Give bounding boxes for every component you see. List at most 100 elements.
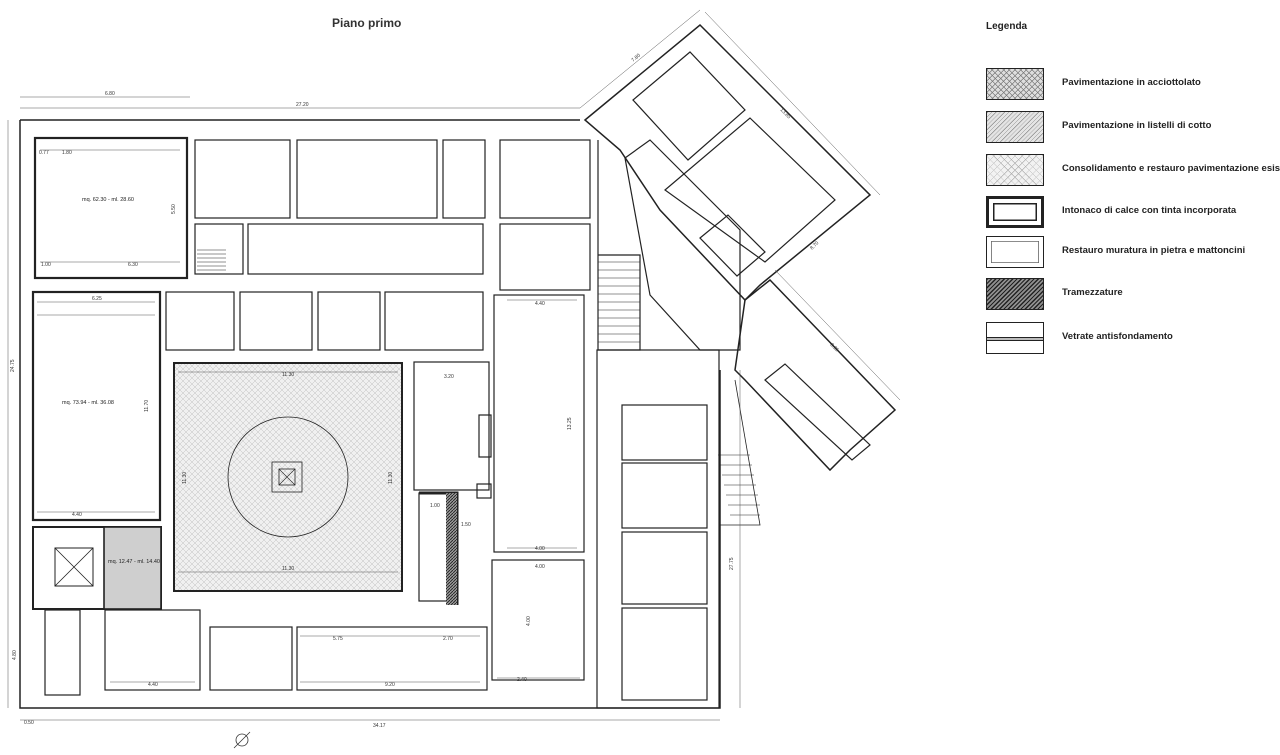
- legend-item-consolidamento: Consolidamento e restauro pavimentazione…: [986, 154, 1280, 188]
- legend-label: Pavimentazione in acciottolato: [1062, 77, 1201, 88]
- se-room-1: [764, 363, 871, 461]
- dim-low-room-4: 5.75: [333, 636, 343, 642]
- legend-item-cotto: Pavimentazione in listelli di cotto: [986, 111, 1276, 145]
- swatch-diagonal-dark-icon: [986, 278, 1044, 310]
- corridor-long: [493, 294, 585, 553]
- dim-top-2: 27.20: [296, 102, 309, 108]
- stair-se: [720, 379, 761, 526]
- room-e3: [621, 531, 708, 605]
- room-e1: [621, 404, 708, 461]
- dim-room-a-height: 5.50: [171, 204, 177, 214]
- dim-low-room-2: 9.20: [385, 682, 395, 688]
- room-label-stair: mq. 12.47 - ml. 14.40: [108, 559, 160, 565]
- room-m4: [384, 291, 484, 351]
- dim-court-left: 11.30: [182, 472, 188, 484]
- room-s2: [209, 626, 293, 691]
- ne-room-3: [699, 214, 766, 277]
- legend-label: Vetrate antisfondamento: [1062, 331, 1173, 342]
- swatch-crosshatch-dense-icon: [986, 68, 1044, 100]
- dim-east-room-2: 2.40: [517, 677, 527, 683]
- pillar-1: [478, 414, 492, 458]
- stair-east: [597, 140, 641, 351]
- room-stair-n: [194, 223, 244, 275]
- dimension-labels: 6.80 27.20 7.80 13.85 8.70 8.25 24.75 27…: [10, 53, 840, 729]
- room-s0: [44, 609, 81, 696]
- stair-n-steps: [197, 249, 226, 271]
- room-west: [31, 290, 162, 522]
- legend-title: Legenda: [986, 21, 1028, 32]
- ne-room-1: [632, 51, 746, 161]
- dim-misc-5: 0.77: [39, 150, 49, 156]
- dim-corridor-len: 13.25: [567, 417, 573, 430]
- fountain-inner: [278, 468, 296, 486]
- swatch-diagonal-fine-icon: [986, 111, 1044, 143]
- room-label-west: mq. 73.94 - ml. 36.08: [62, 400, 114, 406]
- dim-misc-1: 3.20: [444, 374, 454, 380]
- legend-label: Restauro muratura in pietra e mattoncini: [1062, 245, 1246, 256]
- room-stair-landing: [103, 526, 162, 610]
- ne-wing-outer: [583, 23, 872, 302]
- room-s1: [104, 609, 201, 691]
- east-wing: [596, 349, 720, 709]
- legend-item-tramezzature: Tramezzature: [986, 278, 1276, 312]
- courtyard-circle: [227, 416, 349, 538]
- dim-court-right: 11.30: [388, 472, 394, 484]
- room-n4: [499, 139, 591, 219]
- swatch-thin-frame-icon: [986, 236, 1044, 268]
- dim-misc-2: 4.00: [526, 616, 532, 626]
- north-arrow-icon: [233, 731, 251, 749]
- dim-left-total: 24.75: [10, 359, 16, 372]
- pillar-2: [476, 483, 492, 499]
- legend-label: Intonaco di calce con tinta incorporata: [1062, 205, 1237, 216]
- dim-misc-4: 1.00: [430, 503, 440, 509]
- dim-diag-2: 8.70: [809, 240, 820, 251]
- dim-hall-width: 4.40: [535, 301, 545, 307]
- ne-room-2: [664, 117, 836, 263]
- stair-se-steps: [718, 454, 760, 516]
- room-m1: [165, 291, 235, 351]
- dim-bottom-total: 34.17: [373, 723, 386, 729]
- dim-low-room-1: 4.40: [148, 682, 158, 688]
- dim-misc-3: 1.50: [461, 522, 471, 528]
- legend-item-muratura: Restauro muratura in pietra e mattoncini: [986, 236, 1276, 270]
- plan-title: Piano primo: [332, 16, 402, 30]
- room-m2: [239, 291, 313, 351]
- swatch-double-frame-icon: [986, 196, 1044, 228]
- room-n1: [194, 139, 291, 219]
- dim-east-room: 4.00: [535, 546, 545, 552]
- fountain-outer: [271, 461, 303, 493]
- corridor-north: [247, 223, 484, 275]
- dim-court-top: 11.30: [282, 372, 294, 378]
- legend-item-vetrate: Vetrate antisfondamento: [986, 322, 1276, 356]
- legend-item-intonaco: Intonaco di calce con tinta incorporata: [986, 196, 1276, 230]
- room-n2: [296, 139, 438, 219]
- room-label-nw: mq. 62.30 - ml. 28.60: [82, 197, 134, 203]
- room-ce1: [413, 361, 490, 491]
- stair-well-cross: [54, 547, 94, 587]
- legend-label: Consolidamento e restauro pavimentazione…: [1062, 163, 1280, 174]
- dim-room-b-height: 11.70: [144, 400, 150, 412]
- dim-right-total: 27.75: [729, 557, 735, 570]
- dim-misc-6: 1.80: [62, 150, 72, 156]
- room-nw: [33, 136, 189, 280]
- dim-court-bottom: 11.30: [282, 566, 294, 572]
- ne-room-4: [624, 139, 741, 351]
- swatch-glass-line-icon: [986, 322, 1044, 354]
- dim-room-b-width: 6.25: [92, 296, 102, 302]
- se-wing-outer: [734, 278, 897, 472]
- stair-east-steps: [598, 261, 640, 343]
- dim-room-a-width: 6.30: [128, 262, 138, 268]
- dim-top-3: 7.80: [630, 53, 641, 64]
- swatch-crosshatch-light-icon: [986, 154, 1044, 186]
- legend-item-acciottolato: Pavimentazione in acciottolato: [986, 68, 1276, 102]
- legend-label: Tramezzature: [1062, 287, 1123, 298]
- room-e4: [621, 607, 708, 701]
- room-ce3: [491, 559, 585, 681]
- room-n3: [442, 139, 486, 219]
- dim-low-room-3: 2.70: [443, 636, 453, 642]
- outer-wall-west-south: [19, 120, 595, 709]
- dim-misc-7: 1.00: [41, 262, 51, 268]
- legend-label: Pavimentazione in listelli di cotto: [1062, 120, 1212, 131]
